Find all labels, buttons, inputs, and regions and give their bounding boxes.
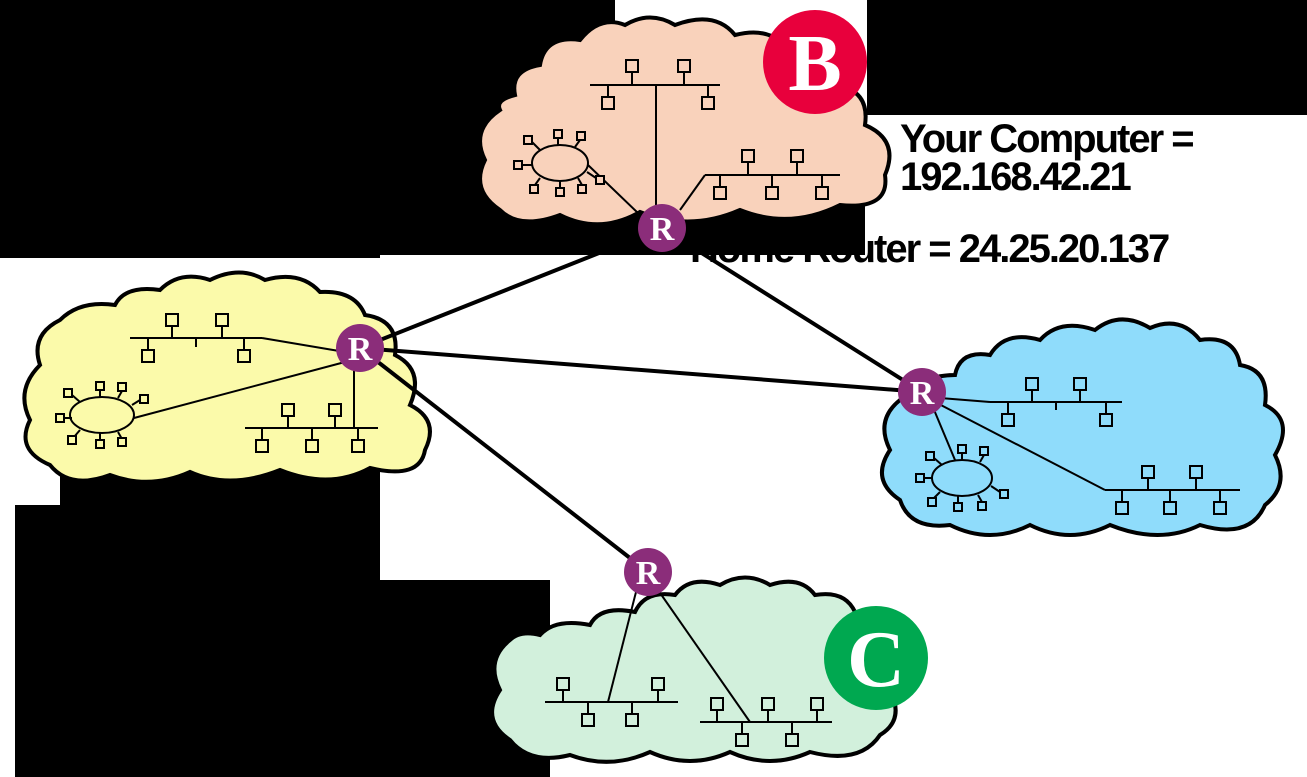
lan-right <box>915 377 1240 515</box>
router-bottom-node <box>624 548 672 596</box>
lan-left <box>55 313 378 453</box>
router-left[interactable]: R <box>336 324 384 372</box>
link-top-right <box>660 226 924 394</box>
router-left-node <box>336 324 384 372</box>
router-right[interactable]: R <box>898 368 946 416</box>
badge-b: B <box>763 10 867 114</box>
lan-top <box>513 59 840 216</box>
badge-c: C <box>824 606 928 710</box>
badge-b-circle <box>763 10 867 114</box>
cloud-left <box>22 270 432 484</box>
home-router-label: Home Router = 24.25.20.137 <box>690 227 1169 271</box>
link-top-left <box>359 226 663 350</box>
router-left-label: R <box>348 331 373 368</box>
router-top[interactable]: R <box>638 204 686 252</box>
link-left-right <box>359 346 923 394</box>
router-bottom[interactable]: R <box>624 548 672 596</box>
badge-c-letter: C <box>847 616 905 704</box>
router-right-node <box>898 368 946 416</box>
router-top-node <box>638 204 686 252</box>
lan-bottom <box>545 589 832 747</box>
badge-c-circle <box>824 606 928 710</box>
your-computer-label: Your Computer = <box>900 117 1193 161</box>
backbone-links <box>358 226 924 574</box>
your-computer-ip: 192.168.42.21 <box>900 155 1132 199</box>
router-top-label: R <box>650 211 675 248</box>
link-left-bottom <box>358 346 650 574</box>
badge-b-letter: B <box>788 20 841 108</box>
router-right-label: R <box>910 375 935 412</box>
router-bottom-label: R <box>636 555 661 592</box>
